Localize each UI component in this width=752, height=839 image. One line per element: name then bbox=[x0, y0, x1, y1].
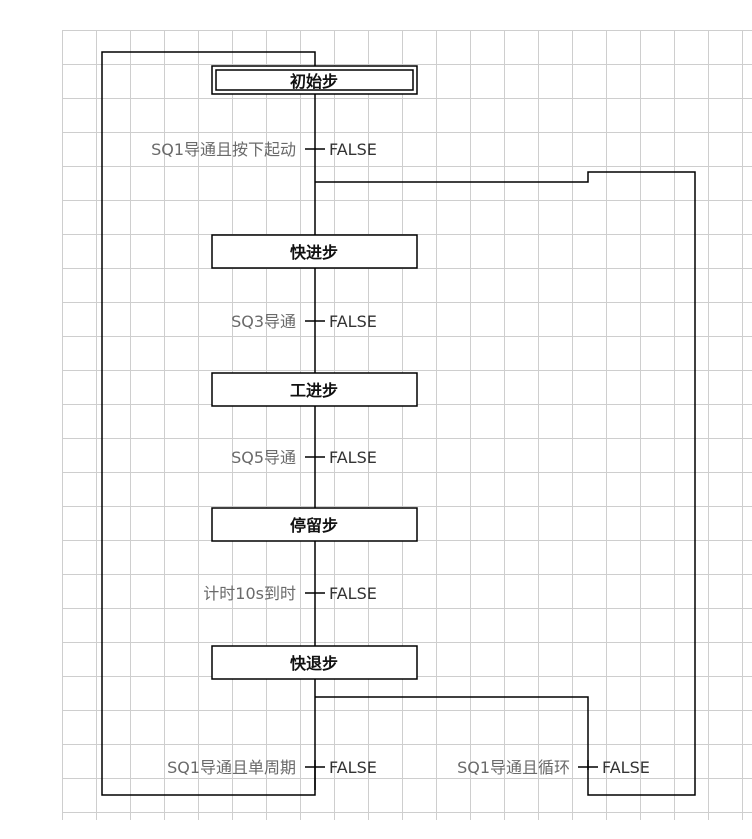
transition-2-value: FALSE bbox=[329, 312, 377, 331]
step-init-label: 初始步 bbox=[290, 72, 338, 91]
transition-3[interactable]: SQ5导通 FALSE bbox=[231, 448, 377, 467]
step-fast-forward[interactable]: 快进步 bbox=[211, 234, 418, 269]
transition-5[interactable]: SQ1导通且单周期 FALSE bbox=[167, 758, 377, 777]
step-dwell-label: 停留步 bbox=[290, 516, 338, 535]
transition-6-condition: SQ1导通且循环 bbox=[457, 758, 570, 777]
transition-3-value: FALSE bbox=[329, 448, 377, 467]
transition-5-condition: SQ1导通且单周期 bbox=[167, 758, 296, 777]
grid-background bbox=[62, 30, 752, 820]
step-work-feed-label: 工进步 bbox=[290, 381, 338, 400]
step-dwell[interactable]: 停留步 bbox=[211, 507, 418, 542]
transition-6-value: FALSE bbox=[602, 758, 650, 777]
transition-4[interactable]: 计时10s到时 FALSE bbox=[203, 584, 377, 603]
step-fast-forward-label: 快进步 bbox=[290, 243, 338, 262]
transition-3-condition: SQ5导通 bbox=[231, 448, 296, 467]
transition-4-value: FALSE bbox=[329, 584, 377, 603]
transition-1[interactable]: SQ1导通且按下起动 FALSE bbox=[151, 140, 377, 159]
step-fast-return[interactable]: 快退步 bbox=[211, 645, 418, 680]
step-init[interactable]: 初始步 bbox=[211, 65, 418, 95]
transition-2[interactable]: SQ3导通 FALSE bbox=[231, 312, 377, 331]
step-fast-return-label: 快退步 bbox=[290, 654, 338, 673]
cycle-jump-upper bbox=[315, 171, 696, 796]
transition-1-condition: SQ1导通且按下起动 bbox=[151, 140, 296, 159]
transition-1-value: FALSE bbox=[329, 140, 377, 159]
transition-2-condition: SQ3导通 bbox=[231, 312, 296, 331]
transition-4-condition: 计时10s到时 bbox=[203, 584, 296, 603]
step-work-feed[interactable]: 工进步 bbox=[211, 372, 418, 407]
transition-6[interactable]: SQ1导通且循环 FALSE bbox=[457, 758, 650, 777]
transition-5-value: FALSE bbox=[329, 758, 377, 777]
return-line-single-cycle bbox=[101, 51, 316, 796]
cycle-branch-lower bbox=[315, 696, 589, 770]
